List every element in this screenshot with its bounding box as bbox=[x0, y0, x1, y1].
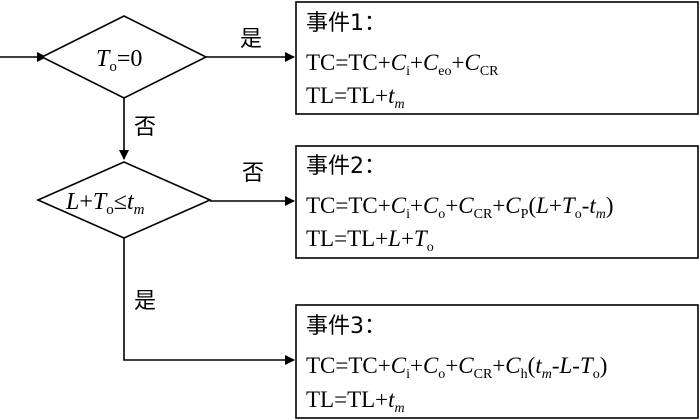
event-3-formula-tl: TL=TL+tm bbox=[306, 387, 405, 416]
event-1-formula-tc: TC=TC+Ci+Ceo+CCR bbox=[306, 50, 499, 79]
event-box-1 bbox=[295, 1, 699, 115]
event-3-title: 事件3： bbox=[306, 314, 386, 339]
event-box-3 bbox=[295, 304, 699, 419]
event-2-formula-tl: TL=TL+L+To bbox=[306, 226, 434, 255]
decision-diamond-1 bbox=[40, 15, 208, 99]
event-1-formula-tl: TL=TL+tm bbox=[306, 83, 405, 112]
decision-1-condition: To=0 bbox=[96, 46, 142, 75]
decision-diamond-2 bbox=[36, 161, 212, 239]
label-yes-1: 是 bbox=[240, 27, 262, 52]
decision-2-condition: L+To≤tm bbox=[65, 189, 145, 218]
label-yes-2: 是 bbox=[134, 289, 156, 314]
label-no-1: 否 bbox=[134, 115, 156, 140]
event-3-formula-tc: TC=TC+Ci+Co+CCR+Ch(tm-L-To) bbox=[306, 353, 607, 382]
arrow-d2-yes bbox=[123, 238, 295, 365]
event-1-title: 事件1： bbox=[306, 11, 386, 36]
event-2-title: 事件2： bbox=[306, 154, 386, 179]
event-2-formula-tc: TC=TC+Ci+Co+CCR+CP(L+To-tm) bbox=[306, 193, 614, 222]
event-box-2 bbox=[295, 145, 699, 259]
label-no-2: 否 bbox=[242, 161, 264, 186]
